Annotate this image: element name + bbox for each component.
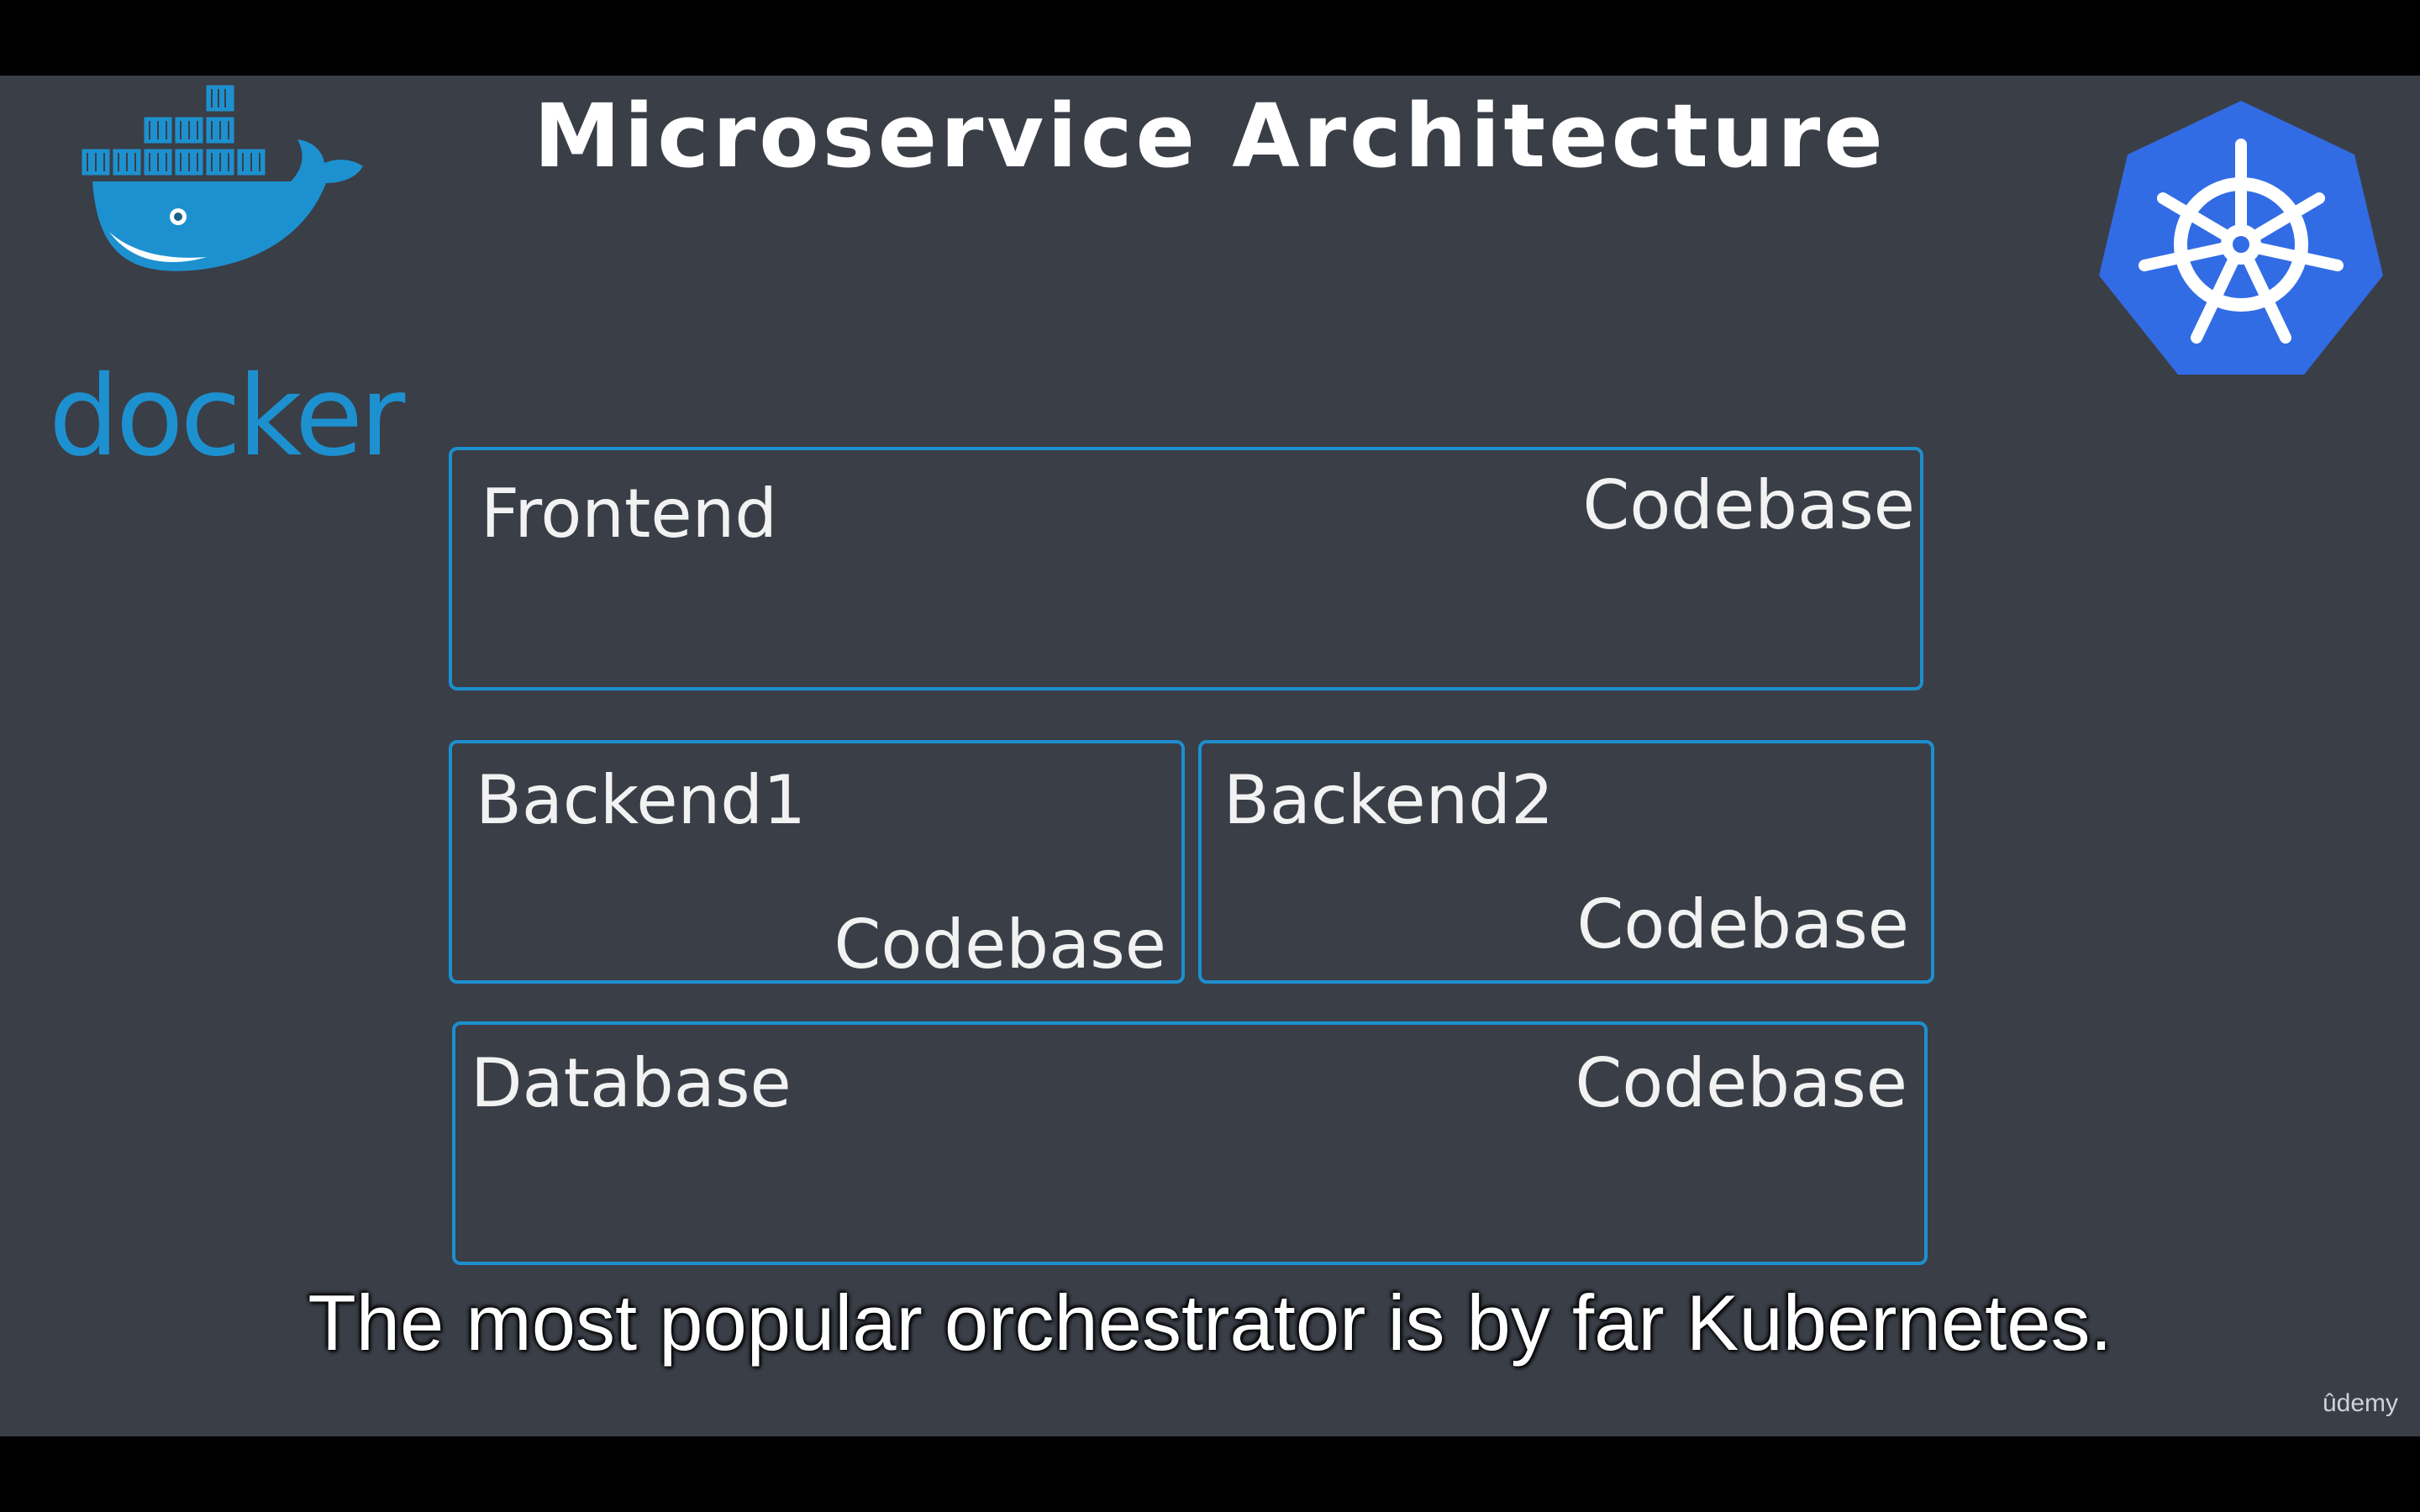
video-caption: The most popular orchestrator is by far … bbox=[308, 1278, 2112, 1367]
backend1-box: Backend1 Codebase bbox=[449, 740, 1185, 984]
kubernetes-logo bbox=[2094, 97, 2388, 383]
backend2-codebase-label: Codebase bbox=[1576, 885, 1909, 963]
kubernetes-helm-icon bbox=[2099, 101, 2383, 375]
docker-whale-icon bbox=[79, 82, 363, 271]
docker-wordmark: docker bbox=[49, 352, 405, 481]
frontend-label: Frontend bbox=[481, 475, 778, 553]
slide-title: Microservice Architecture bbox=[0, 92, 2420, 180]
slide-title-text: Microservice Architecture bbox=[534, 85, 1886, 187]
docker-logo: docker bbox=[24, 82, 405, 472]
letterbox-top bbox=[0, 0, 2420, 76]
database-codebase-label: Codebase bbox=[1575, 1044, 1907, 1122]
database-box: Database Codebase bbox=[452, 1021, 1928, 1265]
frontend-box: Frontend Codebase bbox=[449, 447, 1923, 690]
backend2-box: Backend2 Codebase bbox=[1198, 740, 1934, 984]
udemy-watermark: ûdemy bbox=[2323, 1389, 2399, 1417]
letterbox-bottom bbox=[0, 1436, 2420, 1512]
frontend-codebase-label: Codebase bbox=[1582, 466, 1915, 544]
backend1-label: Backend1 bbox=[476, 761, 806, 839]
backend2-label: Backend2 bbox=[1223, 761, 1554, 839]
database-label: Database bbox=[471, 1044, 792, 1122]
slide bbox=[0, 76, 2420, 1436]
backend1-codebase-label: Codebase bbox=[834, 906, 1166, 984]
